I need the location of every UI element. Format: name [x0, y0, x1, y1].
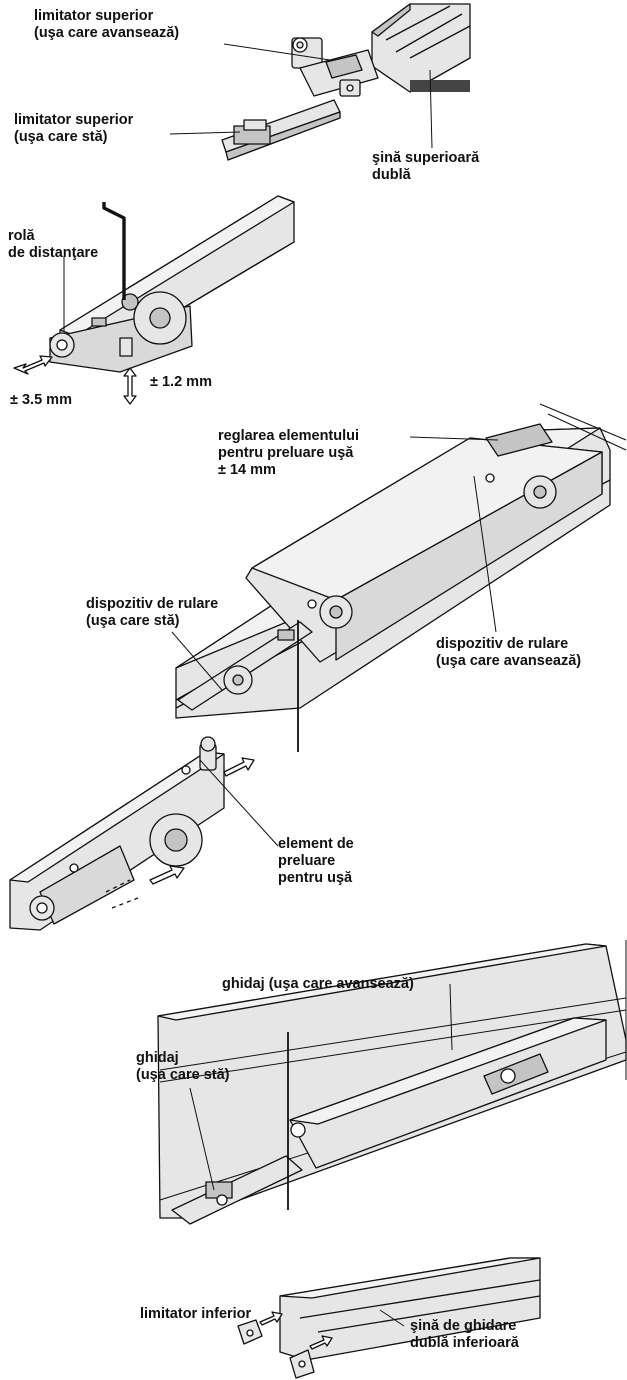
leader-lines — [63, 43, 499, 1327]
label-line: reglarea elementului — [218, 428, 360, 444]
label-line: (uşa care stă) — [136, 1067, 230, 1083]
door-catch-drawing — [9, 736, 225, 931]
label-adjust-vertical: ± 1.2 mm — [150, 374, 212, 390]
bottom-guide-track-drawing — [157, 940, 627, 1219]
roller-leading-drawing — [245, 423, 603, 663]
lower-stop-drawing — [237, 1319, 315, 1379]
label-catch-adjust: reglarea elementului pentru preluare uşă… — [218, 428, 359, 479]
label-line: dublă inferioară — [410, 1335, 519, 1351]
label-line: preluare — [278, 853, 336, 869]
label-line: element de — [278, 836, 354, 852]
label-line: pentru preluare uşă — [218, 445, 354, 461]
label-upper-double-track: şină superioară dublă — [372, 150, 479, 184]
label-line: şină de ghidare — [410, 1318, 517, 1334]
guide-standing-drawing — [171, 1155, 303, 1225]
label-line: (uşa care avansează) — [436, 653, 582, 669]
label-line: rolă — [8, 228, 35, 244]
label-line: (uşa care stă) — [14, 129, 108, 145]
label-door-catch: element de preluare pentru uşă — [278, 836, 354, 887]
label-roller-leading: dispozitiv de rulare (uşa care avansează… — [436, 636, 581, 670]
label-spacer-roller: rolă de distanţare — [8, 228, 98, 262]
label-adjust-horizontal: ± 3.5 mm — [10, 392, 72, 408]
label-line: pentru uşă — [278, 870, 353, 886]
label-line: şină superioară — [372, 150, 480, 166]
label-guide-leading: ghidaj (uşa care avansează) — [222, 976, 414, 992]
roller-standing-drawing — [177, 621, 313, 711]
upper-stop-standing-drawing — [221, 99, 341, 161]
label-upper-stop-standing: limitator superior (uşa care stă) — [14, 112, 133, 146]
label-line: limitator superior — [34, 8, 154, 24]
guide-leading-drawing — [289, 1017, 607, 1169]
spacer-roller-drawing — [49, 195, 295, 373]
catch-arrows — [105, 757, 255, 909]
label-line: dublă — [372, 167, 411, 183]
label-guide-standing: ghidaj (uşa care stă) — [136, 1050, 230, 1084]
label-lower-stop: limitator inferior — [140, 1306, 252, 1322]
upper-double-track-drawing — [371, 3, 471, 93]
label-line: (uşa care stă) — [86, 613, 180, 629]
label-upper-stop-leading: limitator superior (uşa care avansează) — [34, 8, 179, 42]
label-line: ± 14 mm — [218, 462, 276, 478]
lower-stop-arrows — [259, 1311, 333, 1350]
hex-key-drawing — [102, 202, 126, 300]
label-line: limitator superior — [14, 112, 134, 128]
label-roller-standing: dispozitiv de rulare (uşa care stă) — [86, 596, 218, 630]
adjust-arrows — [13, 355, 137, 405]
label-line: ghidaj — [136, 1050, 179, 1066]
label-line: dispozitiv de rulare — [86, 596, 219, 612]
label-line: de distanţare — [8, 245, 99, 261]
label-line: (uşa care avansează) — [34, 25, 180, 41]
lower-double-track-drawing — [279, 1257, 541, 1361]
upper-stop-leading-drawing — [291, 37, 379, 97]
label-line: dispozitiv de rulare — [436, 636, 569, 652]
label-lower-double-track: şină de ghidare dublă inferioară — [410, 1318, 519, 1352]
